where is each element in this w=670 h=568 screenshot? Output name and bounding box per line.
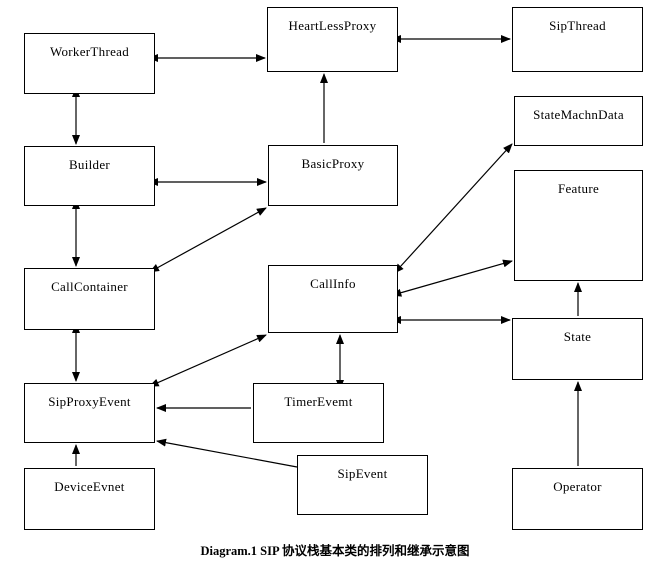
edge-call-info--state-machn-data [393,143,513,274]
node-label-call-container: CallContainer [51,279,128,294]
node-basic-proxy[interactable]: BasicProxy [268,145,398,206]
edge-sip-event--sip-proxy-event [156,438,298,468]
edge-call-container--basic-proxy [149,207,267,273]
node-label-state: State [563,329,592,344]
node-sip-event[interactable]: SipEvent [297,455,428,515]
node-label-sip-thread: SipThread [549,18,606,33]
edge-sip-proxy-event--call-info [148,334,267,387]
node-label-basic-proxy: BasicProxy [301,156,365,171]
node-label-sip-event: SipEvent [337,466,388,481]
edge-call-info--feature [391,259,513,297]
node-label-operator: Operator [553,479,602,494]
node-call-info[interactable]: CallInfo [268,265,398,333]
node-label-state-machn-data: StateMachnData [533,107,624,122]
node-timer-evemt[interactable]: TimerEvemt [253,383,384,443]
node-label-builder: Builder [68,157,111,172]
node-label-sip-proxy-event: SipProxyEvent [48,394,131,409]
node-heart-less-proxy[interactable]: HeartLessProxy [267,7,398,72]
node-label-feature: Feature [557,181,600,196]
node-operator[interactable]: Operator [512,468,643,530]
node-label-worker-thread: WorkerThread [49,44,130,59]
node-call-container[interactable]: CallContainer [24,268,155,330]
node-builder[interactable]: Builder [24,146,155,206]
node-state-machn-data[interactable]: StateMachnData [514,96,643,146]
diagram-caption: Diagram.1 SIP 协议栈基本类的排列和继承示意图 [200,544,470,558]
node-worker-thread[interactable]: WorkerThread [24,33,155,94]
node-label-timer-evemt: TimerEvemt [284,394,353,409]
node-state[interactable]: State [512,318,643,380]
node-label-device-evnet: DeviceEvnet [54,479,125,494]
node-label-call-info: CallInfo [310,276,356,291]
node-feature[interactable]: Feature [514,170,643,281]
node-sip-thread[interactable]: SipThread [512,7,643,72]
node-label-heart-less-proxy: HeartLessProxy [288,18,377,33]
node-device-evnet[interactable]: DeviceEvnet [24,468,155,530]
node-sip-proxy-event[interactable]: SipProxyEvent [24,383,155,443]
